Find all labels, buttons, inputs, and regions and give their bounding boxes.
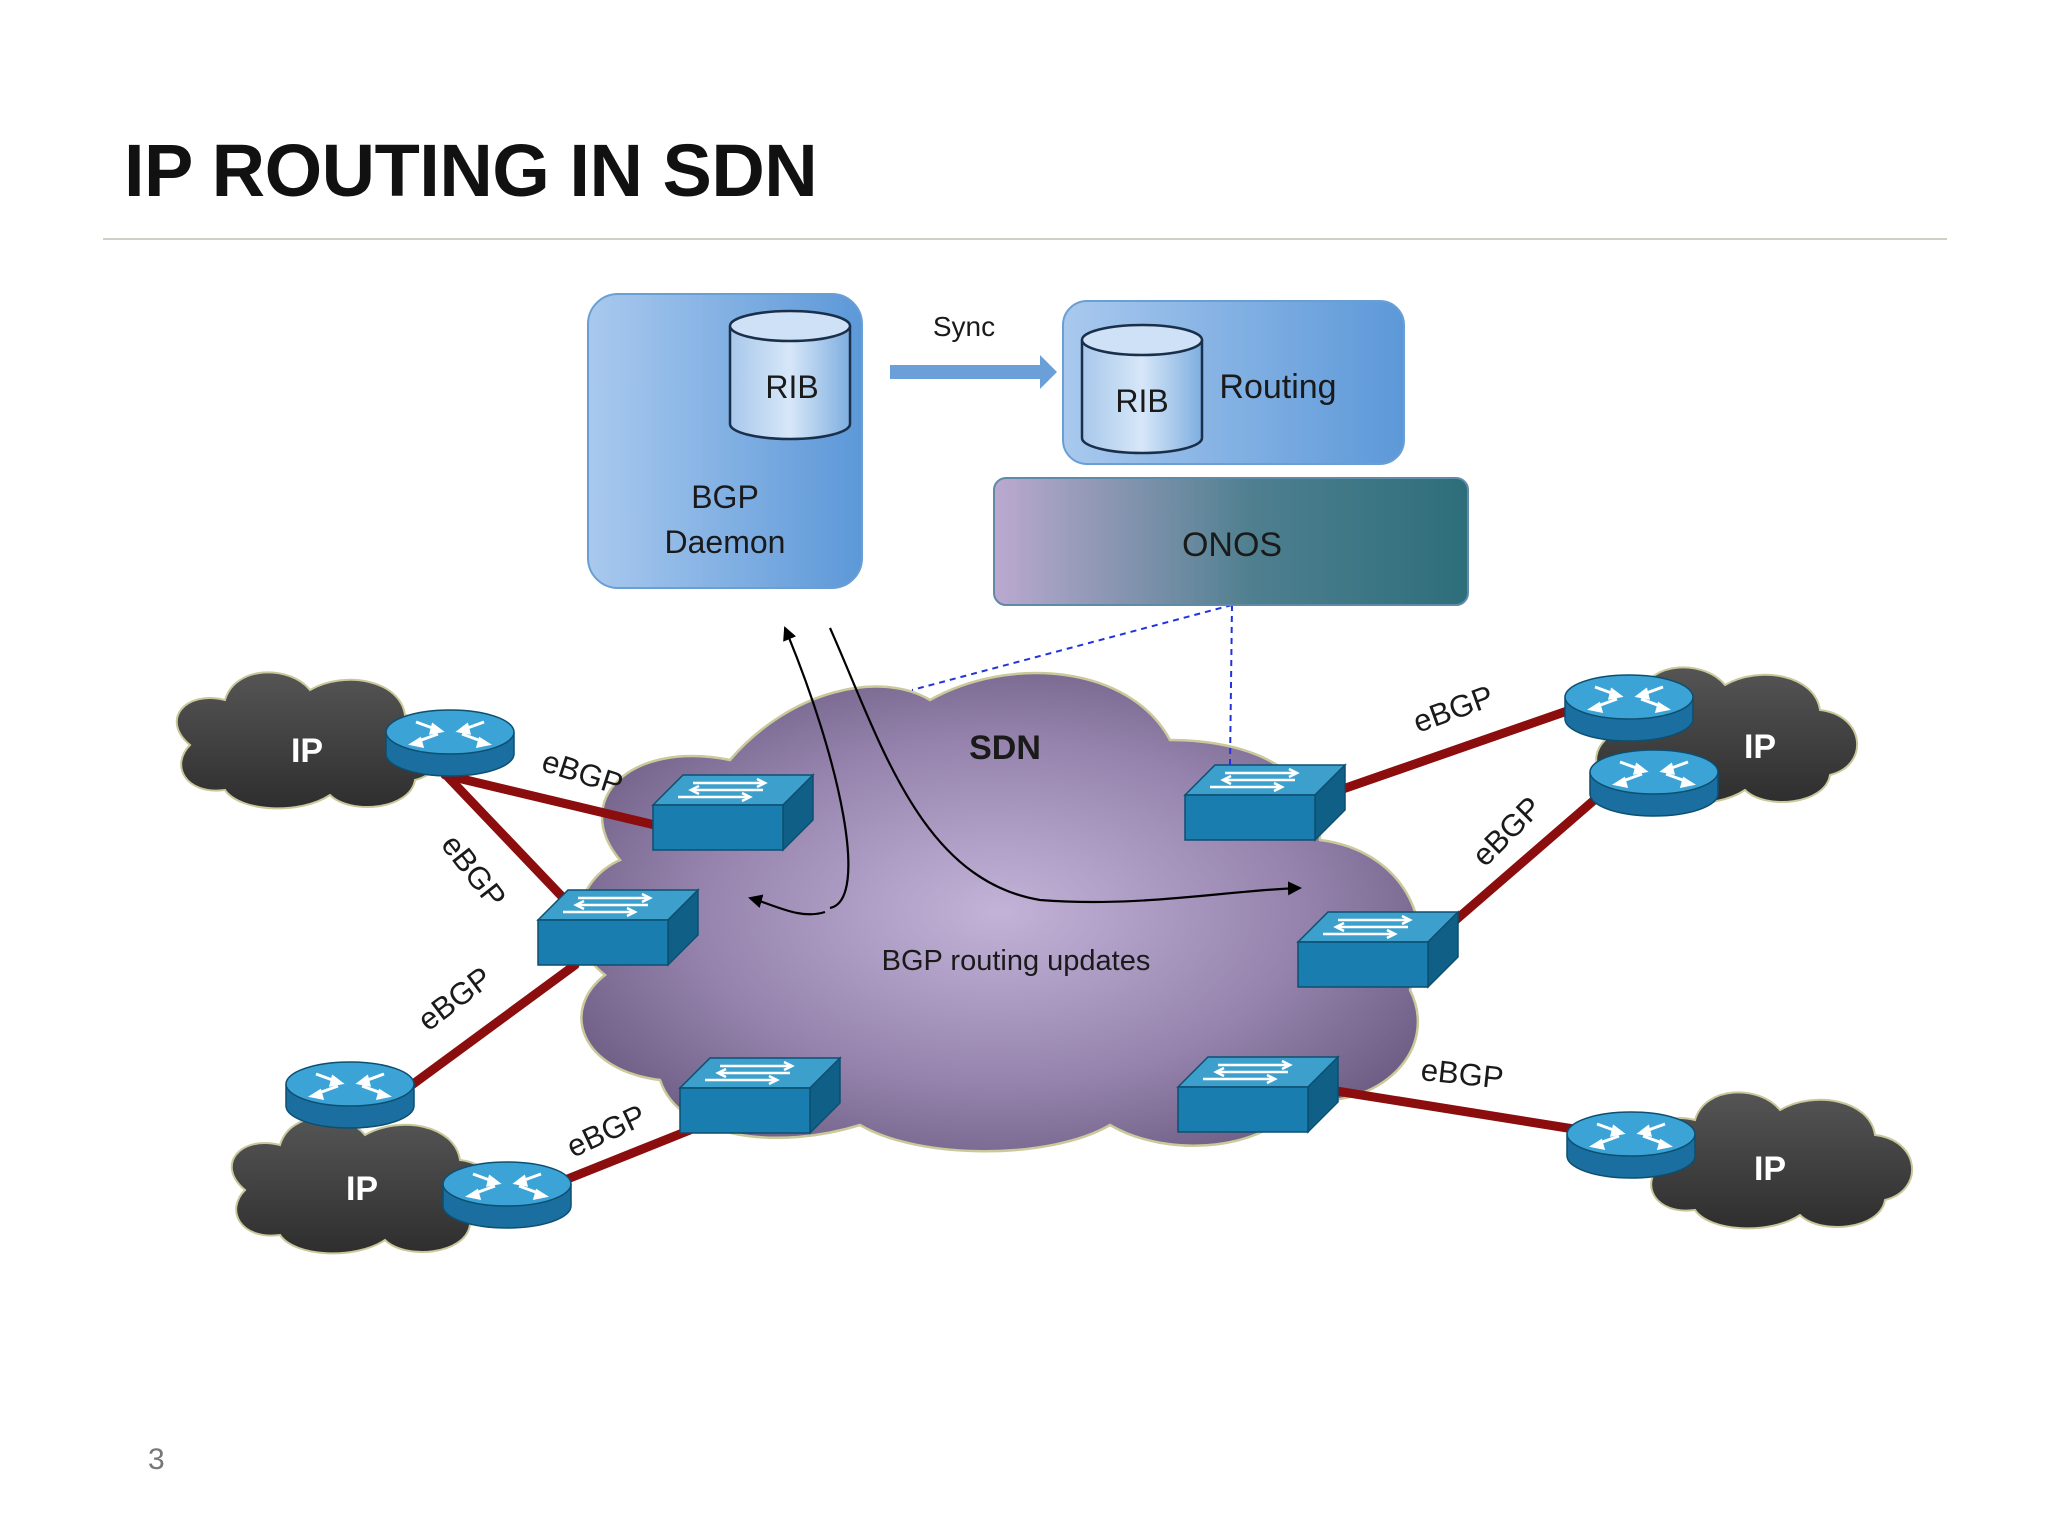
ebgp-links bbox=[400, 705, 1605, 1185]
onos-control-link bbox=[911, 604, 1233, 766]
ip-cloud-label: IP bbox=[1754, 1150, 1786, 1188]
sync-label: Sync bbox=[933, 311, 995, 342]
router-icon bbox=[284, 1060, 416, 1130]
ip-cloud-label: IP bbox=[346, 1170, 378, 1208]
rib-label: RIB bbox=[1115, 383, 1168, 419]
router-icon bbox=[441, 1160, 573, 1230]
switch-icon bbox=[1183, 763, 1347, 842]
switch-icon bbox=[536, 888, 700, 967]
ebgp-link bbox=[400, 960, 580, 1095]
rib-label: RIB bbox=[765, 369, 818, 405]
title-divider bbox=[103, 238, 1947, 240]
ebgp-link bbox=[560, 1125, 695, 1185]
ebgp-link bbox=[443, 772, 575, 910]
ip-cloud-label: IP bbox=[291, 732, 323, 770]
arrow-icon bbox=[1040, 355, 1057, 389]
routing-label: Routing bbox=[1219, 368, 1336, 406]
router-icon bbox=[1563, 673, 1695, 743]
ebgp-link bbox=[1445, 790, 1605, 930]
sdn-label: SDN bbox=[969, 729, 1041, 767]
slide-title: IP ROUTING IN SDN bbox=[124, 129, 818, 212]
routing-box: RIB Routing bbox=[1062, 300, 1405, 465]
ebgp-label: eBGP bbox=[1408, 678, 1498, 739]
arrow-icon bbox=[783, 626, 850, 910]
router-icon bbox=[1588, 748, 1720, 818]
ebgp-label: eBGP bbox=[538, 743, 627, 802]
ebgp-link bbox=[440, 770, 660, 830]
ebgp-link bbox=[1325, 1085, 1585, 1135]
bgp-routing-updates-label: BGP routing updates bbox=[882, 945, 1151, 977]
bgp-daemon-label: BGP bbox=[691, 479, 759, 515]
switch-icon bbox=[678, 1056, 842, 1135]
onos-box: ONOS bbox=[993, 477, 1469, 606]
ebgp-link bbox=[1335, 705, 1575, 795]
ebgp-label: eBGP bbox=[434, 828, 513, 915]
sync-arrow: Sync bbox=[890, 311, 1057, 389]
bgp-update-arrows bbox=[748, 626, 1302, 916]
bgp-daemon-box: RIB BGP Daemon bbox=[587, 293, 863, 589]
ebgp-label: eBGP bbox=[1419, 1052, 1505, 1095]
arrow-icon bbox=[828, 627, 1302, 904]
router-icon bbox=[384, 708, 516, 778]
page-number: 3 bbox=[148, 1443, 165, 1476]
database-icon bbox=[728, 309, 852, 441]
switch-icon bbox=[1176, 1055, 1340, 1134]
ip-cloud-label: IP bbox=[1744, 728, 1776, 766]
router-icon bbox=[1565, 1110, 1697, 1180]
ebgp-label: eBGP bbox=[1465, 790, 1548, 873]
database-icon bbox=[1080, 323, 1204, 455]
bgp-daemon-label: Daemon bbox=[665, 524, 786, 560]
ip-cloud-bottom-right: IP bbox=[1645, 1091, 1913, 1230]
arrow-icon bbox=[748, 894, 826, 916]
switch-icon bbox=[651, 773, 815, 852]
onos-label: ONOS bbox=[1182, 526, 1282, 564]
switch-icon bbox=[1296, 910, 1460, 989]
